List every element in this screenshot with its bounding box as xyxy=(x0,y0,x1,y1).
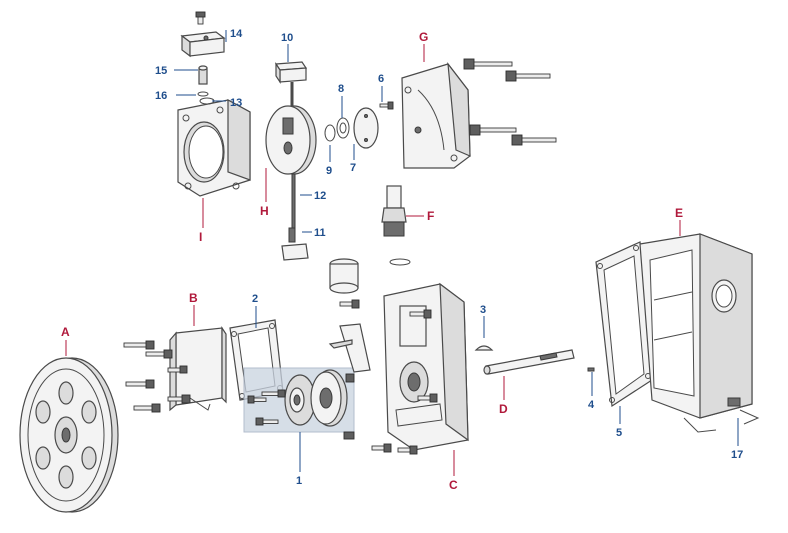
letter-callouts: A B C D E F G H I xyxy=(61,30,683,492)
callout-4: 4 xyxy=(588,399,595,411)
callout-c: C xyxy=(449,478,458,492)
callout-3: 3 xyxy=(480,304,486,316)
part-i-bearing-block xyxy=(177,98,251,197)
callout-7: 7 xyxy=(350,162,356,174)
callout-14: 14 xyxy=(230,28,243,40)
bracket-plate xyxy=(328,323,371,373)
part-8-washer xyxy=(336,117,350,139)
part-14-clamp-block xyxy=(180,11,226,58)
part-a-pulley xyxy=(19,357,119,513)
callout-leaders xyxy=(174,30,739,472)
part-4-small-key xyxy=(587,367,595,372)
oring-seal xyxy=(389,258,411,266)
housing-bolts xyxy=(371,443,418,455)
part-5-gasket xyxy=(595,241,653,408)
callout-e: E xyxy=(675,206,683,220)
callout-9: 9 xyxy=(326,165,332,177)
cylinder-spacer xyxy=(329,258,359,294)
part-1-bearing-assembly xyxy=(243,367,355,440)
small-bolt xyxy=(339,299,360,309)
callout-g: G xyxy=(419,30,428,44)
callout-13: 13 xyxy=(230,97,242,109)
callout-2: 2 xyxy=(252,293,258,305)
part-15-pin xyxy=(198,65,208,85)
part-11-foot-block xyxy=(281,227,309,261)
cover-bolts xyxy=(123,340,191,413)
part-d-shaft xyxy=(483,349,575,375)
callout-17: 17 xyxy=(731,449,743,461)
part-6-screw xyxy=(379,101,394,110)
end-cover-bolts xyxy=(463,58,557,146)
callout-i: I xyxy=(199,230,202,244)
callout-11: 11 xyxy=(314,227,326,239)
callout-a: A xyxy=(61,325,70,339)
callout-f: F xyxy=(427,209,434,223)
callout-h: H xyxy=(260,204,269,218)
part-10-block xyxy=(274,61,308,106)
numeric-callouts: 14 15 16 13 10 8 9 7 6 12 11 2 1 3 4 5 1… xyxy=(155,28,743,487)
callout-5: 5 xyxy=(616,427,622,439)
callout-1: 1 xyxy=(296,475,302,487)
callout-d: D xyxy=(499,402,508,416)
callout-12: 12 xyxy=(314,190,326,202)
part-h-eccentric-disc xyxy=(265,105,317,175)
part-f-fitting xyxy=(381,185,407,237)
part-12-rod xyxy=(291,173,296,231)
part-7-plate xyxy=(353,107,379,149)
callout-b: B xyxy=(189,291,198,305)
part-3-key xyxy=(474,345,494,351)
part-c-main-housing xyxy=(383,282,469,451)
callout-16: 16 xyxy=(155,90,167,102)
callout-8: 8 xyxy=(338,83,344,95)
part-9-washer xyxy=(324,124,336,142)
part-g-end-cover xyxy=(401,61,471,169)
callout-leaders-letters xyxy=(65,44,681,476)
part-e-gearbox-housing xyxy=(639,233,760,433)
callout-6: 6 xyxy=(378,73,384,85)
callout-15: 15 xyxy=(155,65,167,77)
callout-10: 10 xyxy=(281,32,293,44)
part-13-washer xyxy=(199,97,215,105)
part-16-washer xyxy=(197,91,209,97)
